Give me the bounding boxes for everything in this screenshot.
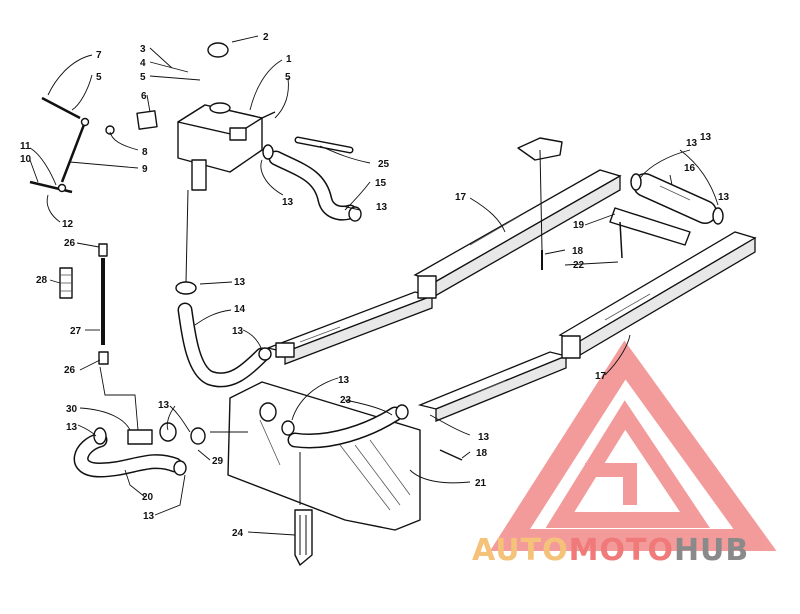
callout-1: 2 (263, 32, 269, 43)
callout-20: 20 (142, 492, 154, 503)
callout-3: 3 (140, 44, 146, 55)
callout-5c: 5 (96, 72, 102, 83)
callout-12: 12 (62, 219, 74, 230)
callout-26a: 26 (64, 238, 76, 249)
callout-13g: 13 (158, 400, 170, 411)
callout-27: 27 (70, 326, 82, 337)
callout-9: 9 (142, 164, 148, 175)
part-top-wedge (517, 137, 563, 161)
callout-18b: 18 (476, 448, 488, 459)
link-rod-9 (29, 96, 115, 194)
callout-11: 11 (20, 141, 31, 152)
callout-14: 14 (234, 304, 246, 315)
callout-30: 30 (66, 404, 78, 415)
watermark-text: AUTOMOTOHUB (472, 533, 749, 568)
callout-2: 1 (286, 54, 292, 65)
callout-labels: 2 1 3 4 5 5 5 6 7 8 9 10 11 12 13 13 13 … (20, 32, 730, 539)
callout-13b: 13 (376, 202, 388, 213)
callout-7: 7 (96, 50, 102, 61)
callout-15: 15 (375, 178, 387, 189)
callout-21: 21 (475, 478, 487, 489)
callout-13l: 13 (718, 192, 730, 203)
callout-25: 25 (378, 159, 390, 170)
callout-28: 28 (36, 275, 48, 286)
watermark-logo (489, 340, 777, 551)
heat-exchanger-left (265, 169, 622, 365)
callout-13h: 13 (66, 422, 78, 433)
callout-13f: 13 (338, 375, 350, 386)
callout-10: 10 (20, 154, 32, 165)
coolant-tank (136, 42, 276, 191)
callout-4: 4 (140, 58, 146, 69)
callout-17b: 17 (595, 371, 607, 382)
clip-24 (294, 509, 313, 566)
hose-16 (630, 173, 724, 225)
callout-6: 6 (141, 91, 147, 102)
callout-13k: 13 (700, 132, 712, 143)
callout-26b: 26 (64, 365, 76, 376)
callout-22: 22 (573, 260, 585, 271)
watermark-hub: HUB (674, 533, 749, 568)
leader-lines (29, 35, 719, 536)
callout-24: 24 (232, 528, 244, 539)
callout-13j: 13 (478, 432, 490, 443)
callout-17a: 17 (455, 192, 467, 203)
bracket-19 (609, 207, 691, 246)
callout-13a: 13 (282, 197, 294, 208)
callout-19: 19 (573, 220, 585, 231)
heat-exchanger-right (417, 231, 757, 422)
callout-23: 23 (340, 395, 352, 406)
callout-5b: 5 (285, 72, 291, 83)
callout-16: 16 (684, 163, 696, 174)
callout-5a: 5 (140, 72, 146, 83)
callout-13i: 13 (143, 511, 155, 522)
callout-13e: 13 (232, 326, 244, 337)
radiator-panel-21 (227, 381, 421, 531)
watermark-auto: AUTO (472, 533, 569, 568)
callout-13d: 13 (234, 277, 246, 288)
callout-8: 8 (142, 147, 148, 158)
watermark-moto: MOTO (569, 533, 674, 568)
callout-29: 29 (212, 456, 224, 467)
callout-18a: 18 (572, 246, 584, 257)
callout-13c: 13 (686, 138, 698, 149)
